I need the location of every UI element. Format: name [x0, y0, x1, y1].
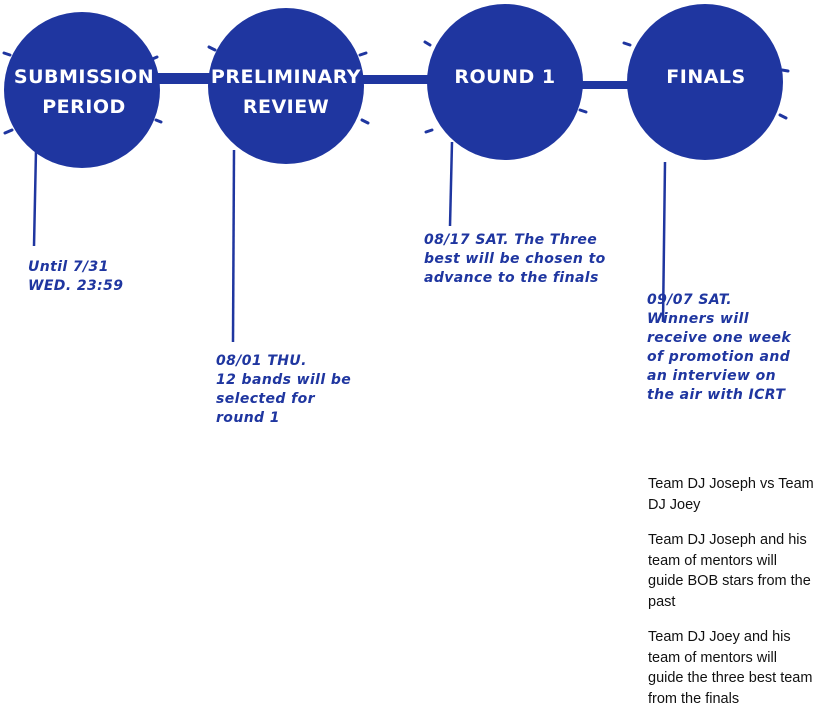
stage-title-preliminary: PRELIMINARY REVIEW [206, 62, 366, 122]
teams-paragraph: Team DJ Joey and his team of mentors wil… [648, 629, 813, 707]
stage-title-line: REVIEW [242, 96, 330, 118]
stage-title-line: PRELIMINARY [210, 66, 362, 88]
note-preliminary: 08/01 THU. 12 bands will be selected for… [216, 352, 386, 428]
note-line: Until 7/31 [28, 259, 109, 275]
pointer-line [32, 149, 38, 247]
note-line: 08/17 SAT. The Three [424, 232, 598, 248]
note-line: advance to the finals [424, 270, 599, 286]
note-round1: 08/17 SAT. The Three best will be chosen… [424, 231, 624, 288]
note-line: selected for [216, 391, 315, 407]
note-line: an interview on [647, 368, 776, 384]
note-line: the air with ICRT [647, 387, 786, 403]
pointer-line [231, 149, 236, 343]
brush-edge [2, 40, 790, 135]
stage-title-finals: FINALS [626, 62, 786, 92]
connector-bar [352, 75, 432, 84]
stage-circle-preliminary [208, 8, 364, 164]
stage-title-line: SUBMISSION [13, 66, 155, 88]
note-line: of promotion and [647, 349, 791, 365]
note-line: 12 bands will be [216, 372, 352, 388]
note-line: best will be chosen to [424, 251, 606, 267]
note-submission: Until 7/31 WED. 23:59 [28, 258, 188, 296]
stage-title-line: ROUND 1 [454, 66, 556, 88]
note-line: 08/01 THU. [216, 353, 307, 369]
note-line: Winners will [647, 311, 749, 327]
stage-title-line: FINALS [666, 66, 746, 88]
connector-bar [150, 73, 220, 84]
teams-paragraph: Team DJ Joseph and his team of mentors w… [648, 532, 811, 610]
note-line: WED. 23:59 [28, 278, 124, 294]
connector-bar [578, 81, 636, 89]
note-finals: 09/07 SAT. Winners will receive one week… [647, 291, 815, 405]
stage-circle-finals [627, 4, 783, 160]
stage-title-round1: ROUND 1 [425, 62, 585, 92]
note-line: receive one week [647, 330, 792, 346]
pointer-line [661, 161, 667, 323]
stage-circle-submission [4, 12, 160, 168]
stage-circle-round1 [427, 4, 583, 160]
teams-paragraph: Team DJ Joseph vs Team DJ Joey [648, 476, 814, 513]
teams-description: Team DJ Joseph vs Team DJ Joey Team DJ J… [648, 474, 816, 724]
stage-title-submission: SUBMISSION PERIOD [4, 62, 164, 122]
pointer-line [448, 141, 454, 227]
note-line: round 1 [216, 410, 280, 426]
stage-title-line: PERIOD [42, 96, 126, 118]
note-line: 09/07 SAT. [647, 292, 733, 308]
